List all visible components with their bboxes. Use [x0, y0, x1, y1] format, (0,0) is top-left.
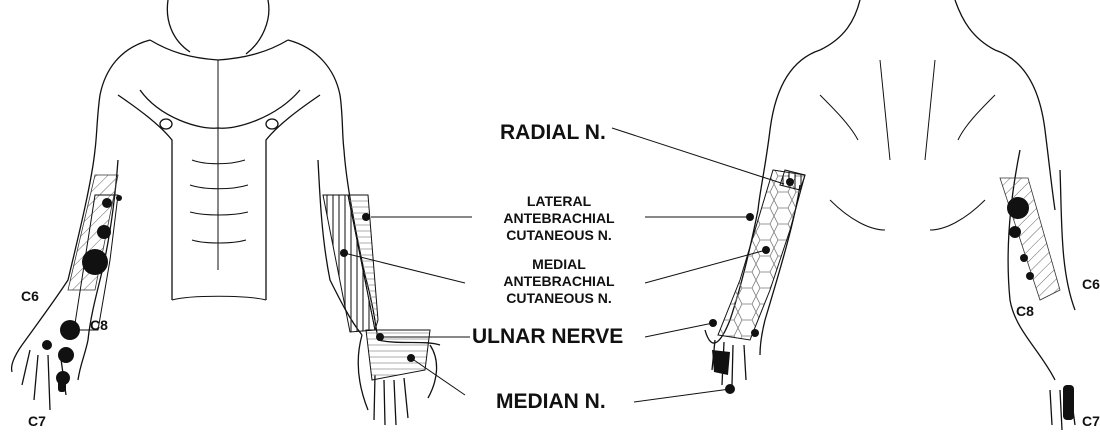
medial-antebrachial-label: MEDIAL ANTEBRACHIAL CUTANEOUS N.	[474, 256, 644, 307]
lateral-line-1: LATERAL	[474, 193, 644, 210]
dermatome-c8-left: C8	[90, 317, 108, 333]
lateral-line-3: CUTANEOUS N.	[474, 227, 644, 244]
medial-line-3: CUTANEOUS N.	[474, 290, 644, 307]
lateral-line-2: ANTEBRACHIAL	[474, 210, 644, 227]
dermatome-c7-right: C7	[1082, 413, 1100, 429]
dermatome-c7-left: C7	[28, 413, 46, 429]
median-nerve-label: MEDIAN N.	[496, 390, 606, 414]
ulnar-nerve-label: ULNAR NERVE	[472, 325, 623, 349]
dermatome-c6-left: C6	[21, 288, 39, 304]
medial-line-2: ANTEBRACHIAL	[474, 273, 644, 290]
medial-line-1: MEDIAL	[474, 256, 644, 273]
dermatome-dot	[82, 249, 108, 275]
radial-nerve-label: RADIAL N.	[500, 121, 606, 145]
lateral-antebrachial-label: LATERAL ANTEBRACHIAL CUTANEOUS N.	[474, 193, 644, 244]
dermatome-c6-right: C6	[1082, 276, 1100, 292]
back-figure	[705, 0, 1055, 385]
dermatome-c8-right: C8	[1016, 303, 1034, 319]
